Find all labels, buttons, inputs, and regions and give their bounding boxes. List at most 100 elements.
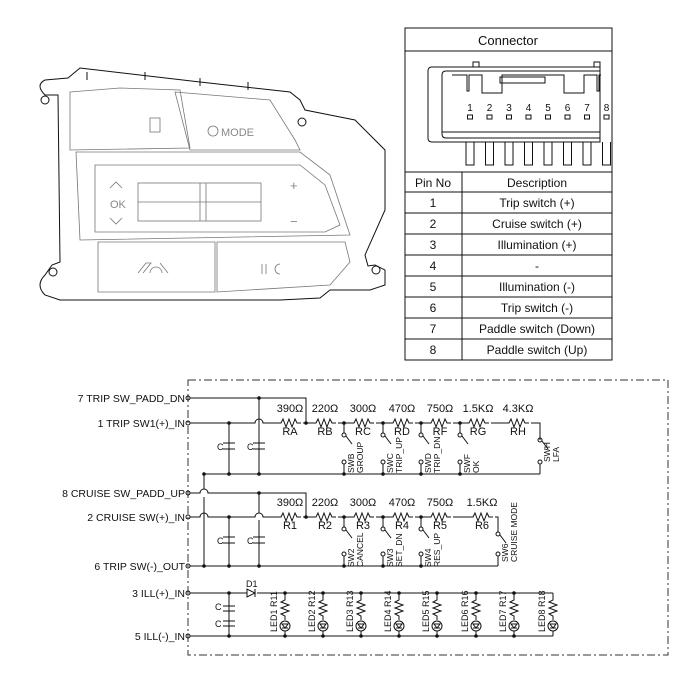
switch-contact xyxy=(537,437,543,443)
led-symbol xyxy=(395,623,403,629)
junction-dot xyxy=(304,421,308,425)
table-cell-pin: 6 xyxy=(430,301,437,315)
wire xyxy=(190,397,307,423)
resistor xyxy=(469,511,493,523)
capacitor-label: C xyxy=(217,536,224,546)
resistor-name: RA xyxy=(282,426,298,438)
switch-name: SWC xyxy=(385,453,395,473)
resistor-value: 750Ω xyxy=(427,403,454,415)
connector-drawing xyxy=(427,61,601,143)
switch-blade xyxy=(384,435,392,445)
resistor-name: R5 xyxy=(433,520,447,532)
resistor-value: 220Ω xyxy=(312,403,339,415)
led-label: LED6 R16 xyxy=(460,590,470,632)
capacitor-label: C xyxy=(215,602,222,612)
switch-contact xyxy=(418,459,424,465)
switch-function: CRUISE MODE xyxy=(509,502,519,562)
junction-dot xyxy=(227,634,231,638)
table-cell-description: Illumination (-) xyxy=(499,280,575,294)
switch-function: CANCEL xyxy=(355,532,365,567)
switch-contact xyxy=(418,526,424,532)
junction-dot xyxy=(257,564,261,568)
resistor xyxy=(465,417,489,429)
table-cell-pin: 7 xyxy=(430,322,437,336)
pin-contact xyxy=(467,114,473,120)
resistor-name: RB xyxy=(317,426,332,438)
pin-contact xyxy=(486,114,493,120)
led-icon xyxy=(508,620,520,632)
led-label: LED1 R11 xyxy=(269,591,279,632)
switch-contact xyxy=(380,526,386,532)
resistor-value: 300Ω xyxy=(350,497,377,509)
junction-dot xyxy=(257,491,261,495)
led-icon xyxy=(470,620,482,632)
switch-function: TRIP_DN xyxy=(432,437,442,473)
resistor-name: RD xyxy=(394,426,410,438)
resistor xyxy=(277,511,301,523)
resistor xyxy=(393,596,405,620)
resistor-value: 470Ω xyxy=(389,497,416,509)
pin-contact xyxy=(584,114,590,120)
switch-contact xyxy=(341,432,347,438)
resistor-value: 4.3KΩ xyxy=(503,403,534,415)
capacitor xyxy=(223,520,235,560)
table-cell-description: Paddle switch (Up) xyxy=(487,343,588,357)
junction-dot xyxy=(257,472,261,476)
resistor xyxy=(505,417,529,429)
steering-switch-illustration: OK MODE + − xyxy=(39,67,386,301)
pin-leg xyxy=(602,142,611,166)
resistor xyxy=(389,417,413,429)
wire xyxy=(190,512,277,518)
table-cell-pin: 8 xyxy=(430,343,437,357)
led-label: LED7 R17 xyxy=(498,590,508,632)
led-label: LED2 R12 xyxy=(307,590,317,632)
switch-blade xyxy=(422,529,430,539)
terminal-label: 3 ILL(+)_IN xyxy=(132,588,185,600)
plus-button-label: + xyxy=(290,178,298,193)
pin-contact xyxy=(506,114,512,120)
resistor xyxy=(312,417,336,429)
switch-blade xyxy=(499,534,507,544)
wire xyxy=(531,422,541,440)
switch-function: SET_DN xyxy=(394,533,404,567)
switch-name: SWD xyxy=(423,453,433,473)
switch-name: SWB xyxy=(346,453,356,473)
pin-number: 4 xyxy=(526,103,532,114)
resistor xyxy=(508,596,520,620)
switch-name: SW3 xyxy=(385,548,395,567)
capacitor-label: C xyxy=(215,619,222,629)
junction-dot xyxy=(227,591,231,595)
capacitor xyxy=(223,426,235,466)
diode-d1 xyxy=(246,588,257,598)
switch-blade xyxy=(461,435,469,445)
resistor-name: R2 xyxy=(318,520,332,532)
switch-contact xyxy=(457,459,463,465)
table-cell-pin: 3 xyxy=(430,238,437,252)
capacitor-label: C xyxy=(247,536,254,546)
terminal-label: 1 TRIP SW1(+)_IN xyxy=(98,418,185,430)
terminal-label: 5 ILL(-)_IN xyxy=(135,631,185,643)
capacitor-label: C xyxy=(217,442,224,452)
led-symbol xyxy=(549,623,557,629)
resistor-value: 390Ω xyxy=(277,497,304,509)
switch-blade xyxy=(541,440,549,450)
terminal-label: 6 TRIP SW(-)_OUT xyxy=(94,561,185,573)
led-symbol xyxy=(472,623,480,629)
switch-function: GROUP xyxy=(355,442,365,474)
led-symbol xyxy=(281,623,289,629)
wire xyxy=(228,493,260,566)
switch-name: SWF xyxy=(462,454,472,473)
resistor-value: 470Ω xyxy=(389,403,416,415)
switch-contact xyxy=(537,459,543,465)
junction-dot xyxy=(227,472,231,476)
pin-leg xyxy=(543,142,553,166)
table-cell-description: Trip switch (+) xyxy=(499,196,574,210)
capacitor-label: C xyxy=(247,442,254,452)
connector-title: Connector xyxy=(478,33,539,48)
wire xyxy=(190,488,307,517)
resistor-name: R1 xyxy=(283,520,297,532)
resistor-name: RF xyxy=(433,426,448,438)
led-icon xyxy=(547,620,559,632)
